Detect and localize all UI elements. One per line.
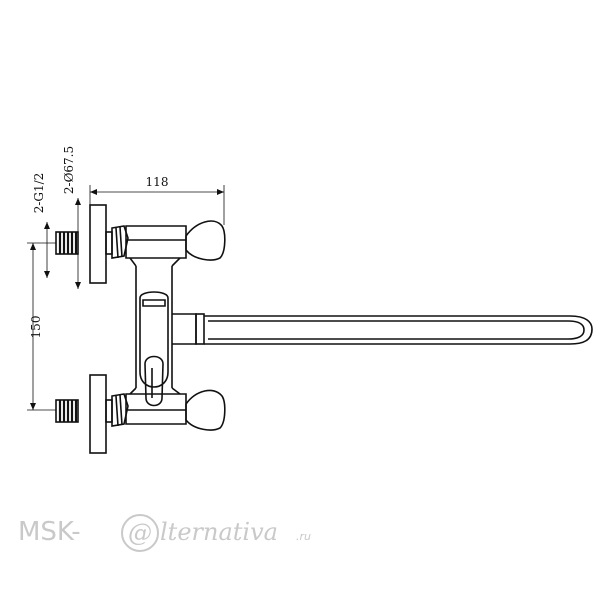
dimension-thread-label: 2-G1/2 [32,173,46,214]
dimension-118-label: 118 [146,175,169,189]
watermark-at-circle [121,514,159,552]
watermark-prefix: MSK- [18,517,81,547]
top-inlet-assembly [55,204,129,284]
dimension-flange-label: 2-Ø67.5 [62,146,76,194]
dimension-150-label: 150 [29,316,43,339]
watermark: MSK- @ lternativa .ru [18,514,311,552]
spout [204,315,593,345]
dimension-118 [89,185,225,225]
watermark-name: lternativa [160,518,278,546]
faucet-body [125,220,226,431]
watermark-at: @ [128,519,152,547]
dimension-150 [27,242,58,411]
watermark-suffix: .ru [296,530,311,543]
bottom-inlet-assembly [55,374,129,454]
